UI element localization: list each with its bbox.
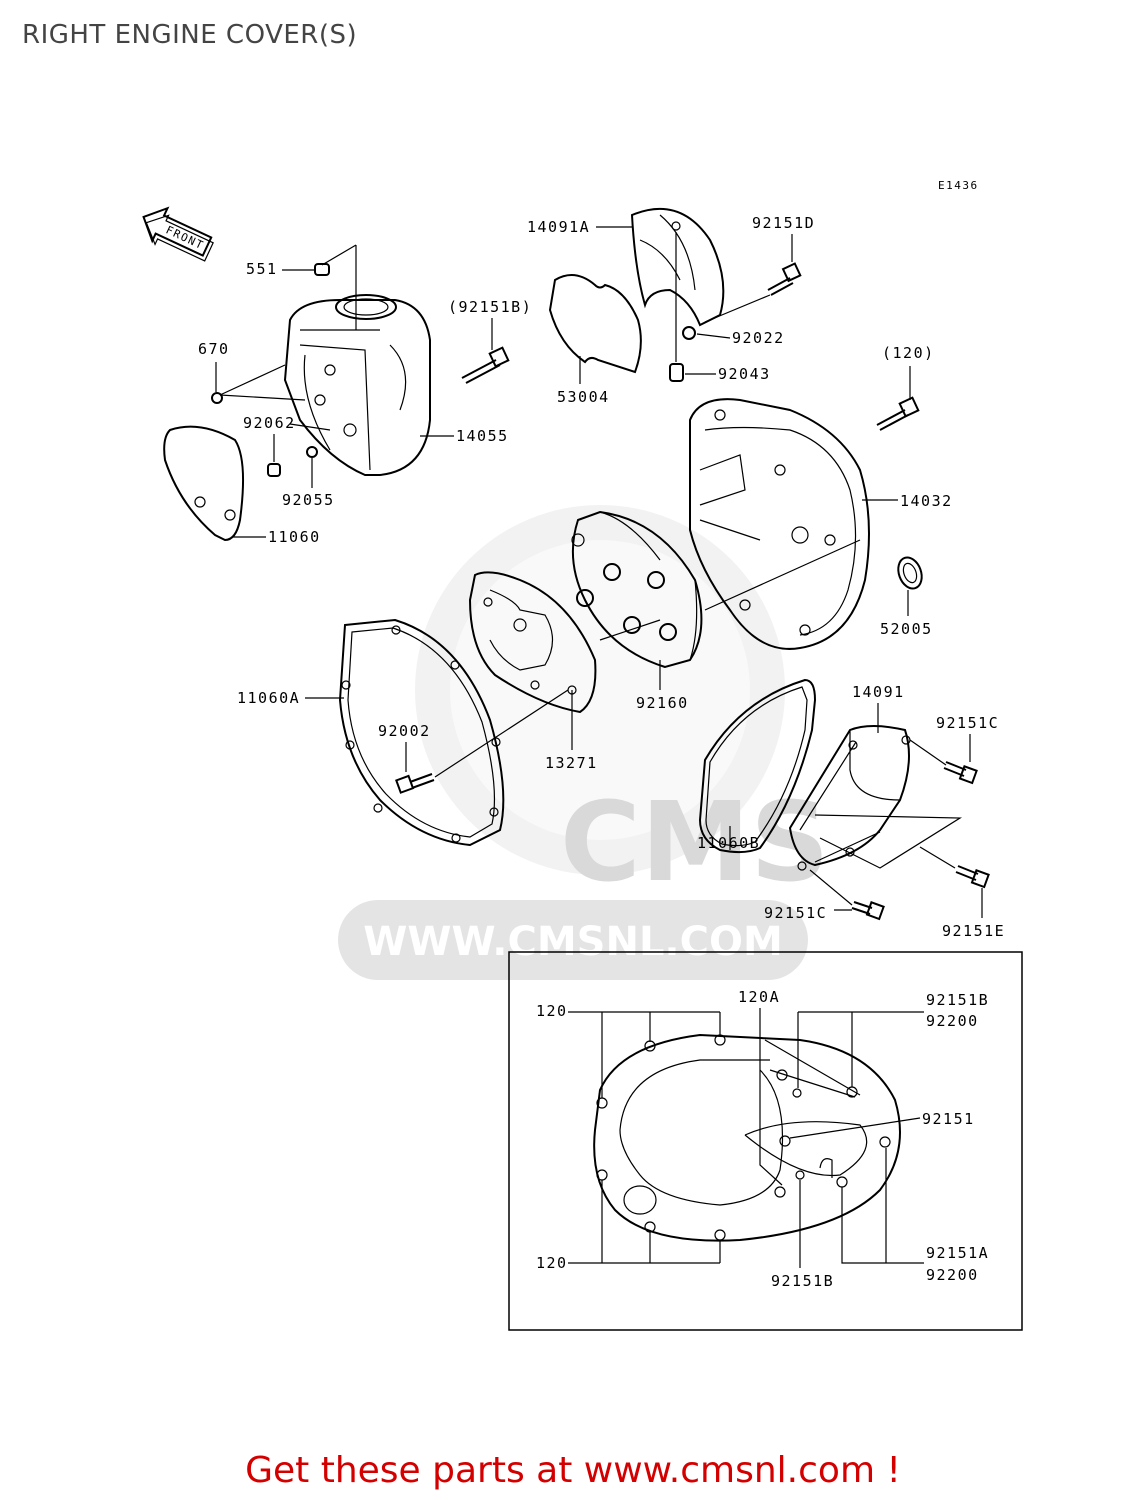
part-92022-washer (682, 326, 696, 340)
part-92151C-bolt-bottom (851, 901, 885, 921)
callout-92022: 92022 (732, 329, 785, 347)
callout-92055: 92055 (282, 491, 335, 509)
callout-92160: 92160 (636, 694, 689, 712)
watermark: CMS WWW.CMSNL.COM (338, 505, 829, 980)
callout-92151B-paren: (92151B) (448, 298, 532, 316)
diagram-code: E1436 (938, 179, 979, 192)
callout-120-paren: (120) (882, 344, 935, 362)
inset-callout-92200-bottom: 92200 (926, 1266, 979, 1284)
watermark-brand: CMS (560, 778, 829, 906)
part-14032-cover (689, 398, 870, 650)
inset-callout-120-bottom: 120 (536, 1254, 568, 1272)
part-53004-gasket (548, 274, 642, 374)
inset-callout-120-top: 120 (536, 1002, 568, 1020)
callout-92151E: 92151E (942, 922, 1005, 940)
part-11060A-gasket (338, 618, 505, 847)
callout-92062: 92062 (243, 414, 296, 432)
callout-14055: 14055 (456, 427, 509, 445)
part-13271-plate (468, 571, 597, 714)
inset-callout-92151B-bottom: 92151B (771, 1272, 834, 1290)
part-14091-cover (788, 725, 911, 871)
part-11060B-gasket (698, 678, 817, 854)
callout-670: 670 (198, 340, 230, 358)
callout-92151C-top: 92151C (936, 714, 999, 732)
callout-11060B: 11060B (697, 834, 760, 852)
part-92160-plate (571, 510, 703, 669)
part-92055-ring (306, 446, 318, 458)
part-92002-bolt (395, 773, 435, 794)
part-52005-seal (897, 556, 923, 590)
part-14091A-cover (630, 207, 725, 327)
inset-callout-120A: 120A (738, 988, 780, 1006)
page-title: RIGHT ENGINE COVER(S) (22, 20, 358, 50)
part-92151E-bolt (955, 865, 990, 889)
part-120-bolt (876, 396, 920, 431)
part-92151B-bolt (461, 346, 510, 384)
inset-callout-92151A: 92151A (926, 1244, 989, 1262)
callout-52005: 52005 (880, 620, 933, 638)
part-92151C-bolt-top (943, 761, 978, 785)
callout-92002: 92002 (378, 722, 431, 740)
part-14055-cover (283, 294, 431, 476)
inset-cover-outline (593, 1033, 901, 1242)
front-arrow-icon: FRONT (142, 206, 214, 262)
callout-53004: 53004 (557, 388, 610, 406)
callout-11060: 11060 (268, 528, 321, 546)
inset-callout-92151B-top: 92151B (926, 991, 989, 1009)
inset-callout-92200-top: 92200 (926, 1012, 979, 1030)
watermark-url: WWW.CMSNL.COM (363, 919, 783, 965)
part-11060-gasket (163, 425, 245, 542)
footer-cta[interactable]: Get these parts at www.cmsnl.com ! (245, 1450, 901, 1491)
part-92062-dowel (267, 463, 281, 477)
part-92151D-bolt (767, 262, 802, 296)
part-92043-dowel (669, 363, 684, 382)
part-551-dowel (314, 263, 330, 276)
callout-14032: 14032 (900, 492, 953, 510)
callout-14091: 14091 (852, 683, 905, 701)
part-670-ring (211, 392, 223, 404)
callout-11060A: 11060A (237, 689, 300, 707)
callout-92151D: 92151D (752, 214, 815, 232)
callout-92043: 92043 (718, 365, 771, 383)
parts-diagram: CMS WWW.CMSNL.COM E1436 FRONT 551 670 92… (142, 179, 1023, 1331)
callout-13271: 13271 (545, 754, 598, 772)
callout-14091A: 14091A (527, 218, 590, 236)
inset-box: 120 120A 92151B 92200 92151 120 92151B 9… (508, 951, 1023, 1331)
inset-callout-92151: 92151 (922, 1110, 975, 1128)
callout-551: 551 (246, 260, 278, 278)
callout-92151C-bottom: 92151C (764, 904, 827, 922)
